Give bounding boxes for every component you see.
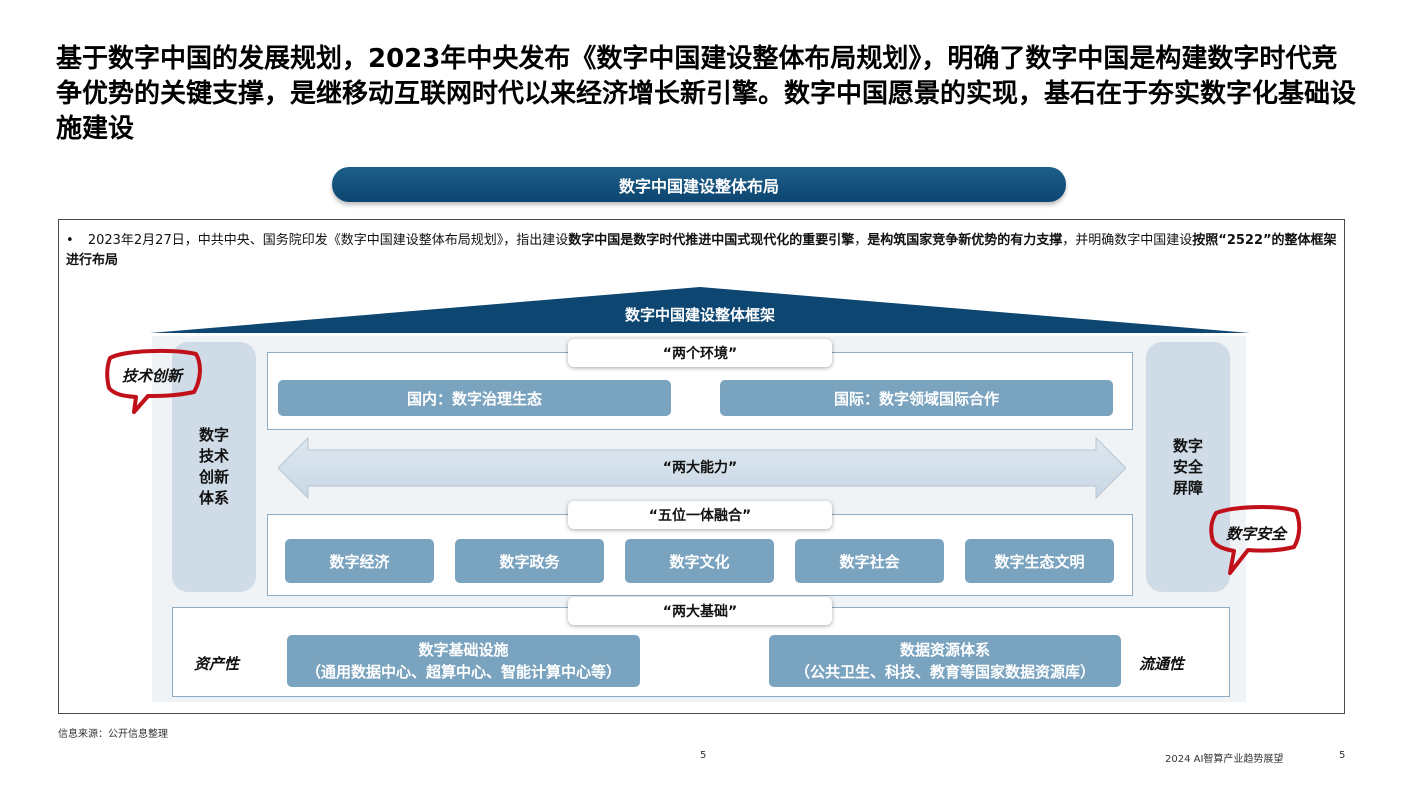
side-left-label: 数字 技术 创新 体系 xyxy=(198,426,229,507)
label-two-environments: “两个环境” xyxy=(568,339,832,367)
tag-circulation-nature: 流通性 xyxy=(1139,655,1185,673)
hand-note-right-text: 数字安全 xyxy=(1225,524,1286,543)
framework-roof xyxy=(150,287,1250,333)
label-five-in-one: “五位一体融合” xyxy=(568,501,832,529)
data-title: 数据资源体系 xyxy=(899,641,990,659)
page-number-right: 5 xyxy=(1339,750,1346,761)
label-two-capabilities: “两大能力” xyxy=(662,460,738,476)
box-digital-government: 数字政务 xyxy=(455,539,604,583)
box-digital-government-text: 数字政务 xyxy=(499,552,560,571)
bullet-bold-3: 按照“2522”的整体框架进行布局 xyxy=(66,233,1337,268)
hand-note-left-text: 技术创新 xyxy=(121,366,182,385)
bullet-text-3: ，并明确数字中国建设 xyxy=(1062,233,1193,248)
bullet-text-1: 2023年2月27日，中共中央、国务院印发《数字中国建设整体布局规划》，指出建设 xyxy=(87,233,569,248)
section-banner: 数字中国建设整体布局 xyxy=(332,167,1066,202)
infra-subtitle: （通用数据中心、超算中心、智能计算中心等） xyxy=(305,663,621,681)
box-digital-society: 数字社会 xyxy=(795,539,944,583)
side-digital-security: 数字 安全 屏障 xyxy=(1146,342,1230,592)
box-international-text: 国际：数字领域国际合作 xyxy=(833,389,999,408)
bullet-text-2: ， xyxy=(854,233,868,248)
box-digital-eco-text: 数字生态文明 xyxy=(994,552,1085,571)
hand-note-left-outline xyxy=(105,348,202,414)
bullet-bold-2: 是构筑国家竞争新优势的有力支撑 xyxy=(867,233,1063,248)
bullet-paragraph: • 2023年2月27日，中共中央、国务院印发《数字中国建设整体布局规划》，指出… xyxy=(66,231,1338,271)
page-headline: 基于数字中国的发展规划，2023年中央发布《数字中国建设整体布局规划》，明确了数… xyxy=(56,44,1357,144)
banner-title: 数字中国建设整体布局 xyxy=(618,176,779,196)
box-data-resource-system: 数据资源体系 （公共卫生、科技、教育等国家数据资源库） xyxy=(769,635,1121,687)
tag-asset-nature: 资产性 xyxy=(194,655,240,673)
data-subtitle: （公共卫生、科技、教育等国家数据资源库） xyxy=(794,663,1095,681)
infra-title: 数字基础设施 xyxy=(418,641,509,659)
box-digital-infrastructure: 数字基础设施 （通用数据中心、超算中心、智能计算中心等） xyxy=(287,635,640,687)
box-digital-culture-text: 数字文化 xyxy=(669,552,730,571)
framework-title: 数字中国建设整体框架 xyxy=(624,306,775,324)
label-two-foundations-text: “两大基础” xyxy=(662,604,738,620)
box-domestic-governance: 国内：数字治理生态 xyxy=(278,380,671,416)
label-two-foundations: “两大基础” xyxy=(568,597,832,625)
box-domestic-text: 国内：数字治理生态 xyxy=(406,389,542,408)
box-digital-society-text: 数字社会 xyxy=(839,552,900,571)
side-digital-tech-innovation: 数字 技术 创新 体系 xyxy=(172,342,256,592)
report-name: 2024 AI智算产业趋势展望 xyxy=(1165,754,1284,765)
box-digital-economy: 数字经济 xyxy=(285,539,434,583)
box-digital-economy-text: 数字经济 xyxy=(329,552,390,571)
label-two-environments-text: “两个环境” xyxy=(662,346,738,362)
bullet-marker: • xyxy=(66,233,74,248)
hand-note-right-outline xyxy=(1209,505,1302,575)
label-five-in-one-text: “五位一体融合” xyxy=(648,508,752,524)
source-note: 信息来源：公开信息整理 xyxy=(58,729,168,740)
side-right-label: 数字 安全 屏障 xyxy=(1172,436,1203,497)
bullet-bold-1: 数字中国是数字时代推进中国式现代化的重要引擎 xyxy=(568,233,855,248)
page-number-center: 5 xyxy=(700,750,707,761)
box-international-cooperation: 国际：数字领域国际合作 xyxy=(720,380,1113,416)
hand-note-tech-innovation: 技术创新 xyxy=(110,358,194,392)
box-digital-eco-civilization: 数字生态文明 xyxy=(965,539,1114,583)
box-digital-culture: 数字文化 xyxy=(625,539,774,583)
two-capabilities-arrow xyxy=(278,436,1126,500)
hand-note-digital-security: 数字安全 xyxy=(1214,516,1298,550)
